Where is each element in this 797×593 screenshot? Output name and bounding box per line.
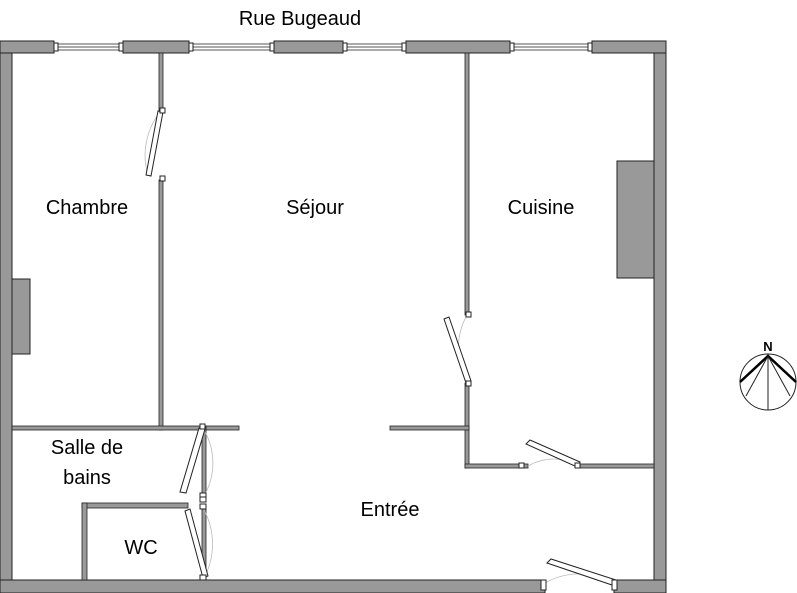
wall-top-3	[273, 40, 344, 54]
door-cuisine	[443, 311, 472, 387]
door-cuisine-bottom	[518, 439, 581, 469]
wall-bottom-left	[0, 579, 546, 593]
wall-top-4	[405, 40, 511, 54]
chambre-wardrobe	[11, 278, 31, 355]
room-label-chambre: Chambre	[46, 197, 128, 219]
wall-left	[0, 40, 13, 593]
room-label-salle-de-bains-line1: Salle de	[51, 437, 123, 459]
room-label-sejour: Séjour	[286, 197, 344, 219]
doors	[144, 107, 618, 591]
door-chambre	[144, 107, 166, 182]
room-label-entree: Entrée	[361, 499, 420, 521]
wall-sejour-cuisine-upper	[464, 52, 470, 316]
wall-right	[653, 40, 667, 593]
wall-chambre-bottom	[11, 425, 203, 431]
wall-chambre-sejour-upper	[158, 52, 164, 112]
window-4	[509, 42, 593, 52]
window-3	[342, 42, 407, 52]
room-labels: Rue Bugeaud Chambre Séjour Cuisine Salle…	[46, 8, 574, 559]
wall-chambre-bottom-right	[205, 425, 240, 431]
wall-wc-left	[81, 502, 88, 581]
door-entree	[540, 558, 618, 591]
wall-sejour-cuisine-lower	[464, 382, 470, 469]
wall-sejour-bottom-stub	[389, 425, 470, 431]
wall-wc-top	[81, 502, 189, 509]
wall-top-1	[0, 40, 55, 54]
windows	[53, 42, 593, 52]
room-label-cuisine: Cuisine	[508, 197, 575, 219]
wall-cuisine-bottom-right	[579, 463, 655, 469]
room-label-wc: WC	[124, 537, 157, 559]
window-2	[188, 42, 275, 52]
street-label: Rue Bugeaud	[239, 8, 361, 30]
door-salle-de-bains	[179, 423, 214, 499]
door-wc	[184, 496, 213, 581]
room-label-salle-de-bains-line2: bains	[63, 467, 111, 489]
wall-chambre-sejour-lower	[158, 179, 164, 431]
compass-north-label: N	[763, 339, 772, 354]
wall-top-2	[122, 40, 190, 54]
outer-walls	[0, 40, 667, 593]
compass-icon: N	[739, 339, 797, 411]
wall-bottom-right	[613, 579, 667, 593]
wall-top-5	[591, 40, 667, 54]
furniture	[11, 160, 655, 355]
window-1	[53, 42, 124, 52]
interior-walls	[11, 52, 655, 581]
kitchen-counter	[616, 160, 655, 279]
